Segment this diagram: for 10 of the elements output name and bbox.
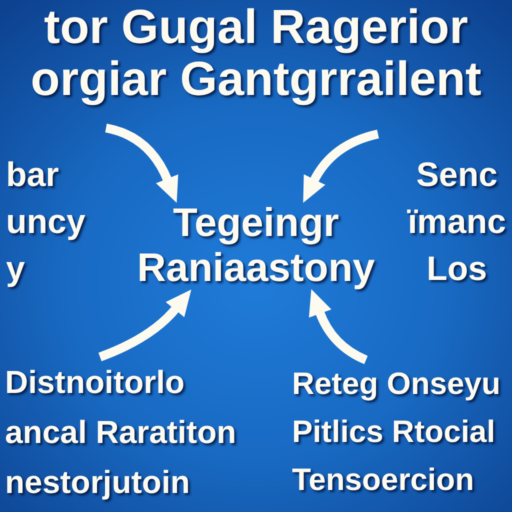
side-label: Senc ïmanc Los (408, 152, 506, 293)
curved-arrow (309, 289, 368, 364)
center-label: Tegeingr Raniaastony (137, 201, 375, 291)
corner-label: Distnoitorlo ancal Raratiton nestorjutoin (5, 357, 255, 507)
title: tor Gugal Ragerior orgiar Gantgrrailent (30, 2, 482, 106)
curved-arrow (302, 130, 380, 202)
side-label: bar uncy y (6, 152, 86, 293)
corner-label: Reteg Onseyu Pitlics Rtocial Tensoercion (292, 360, 510, 504)
curved-arrow (98, 290, 192, 362)
curved-arrow (105, 124, 178, 203)
